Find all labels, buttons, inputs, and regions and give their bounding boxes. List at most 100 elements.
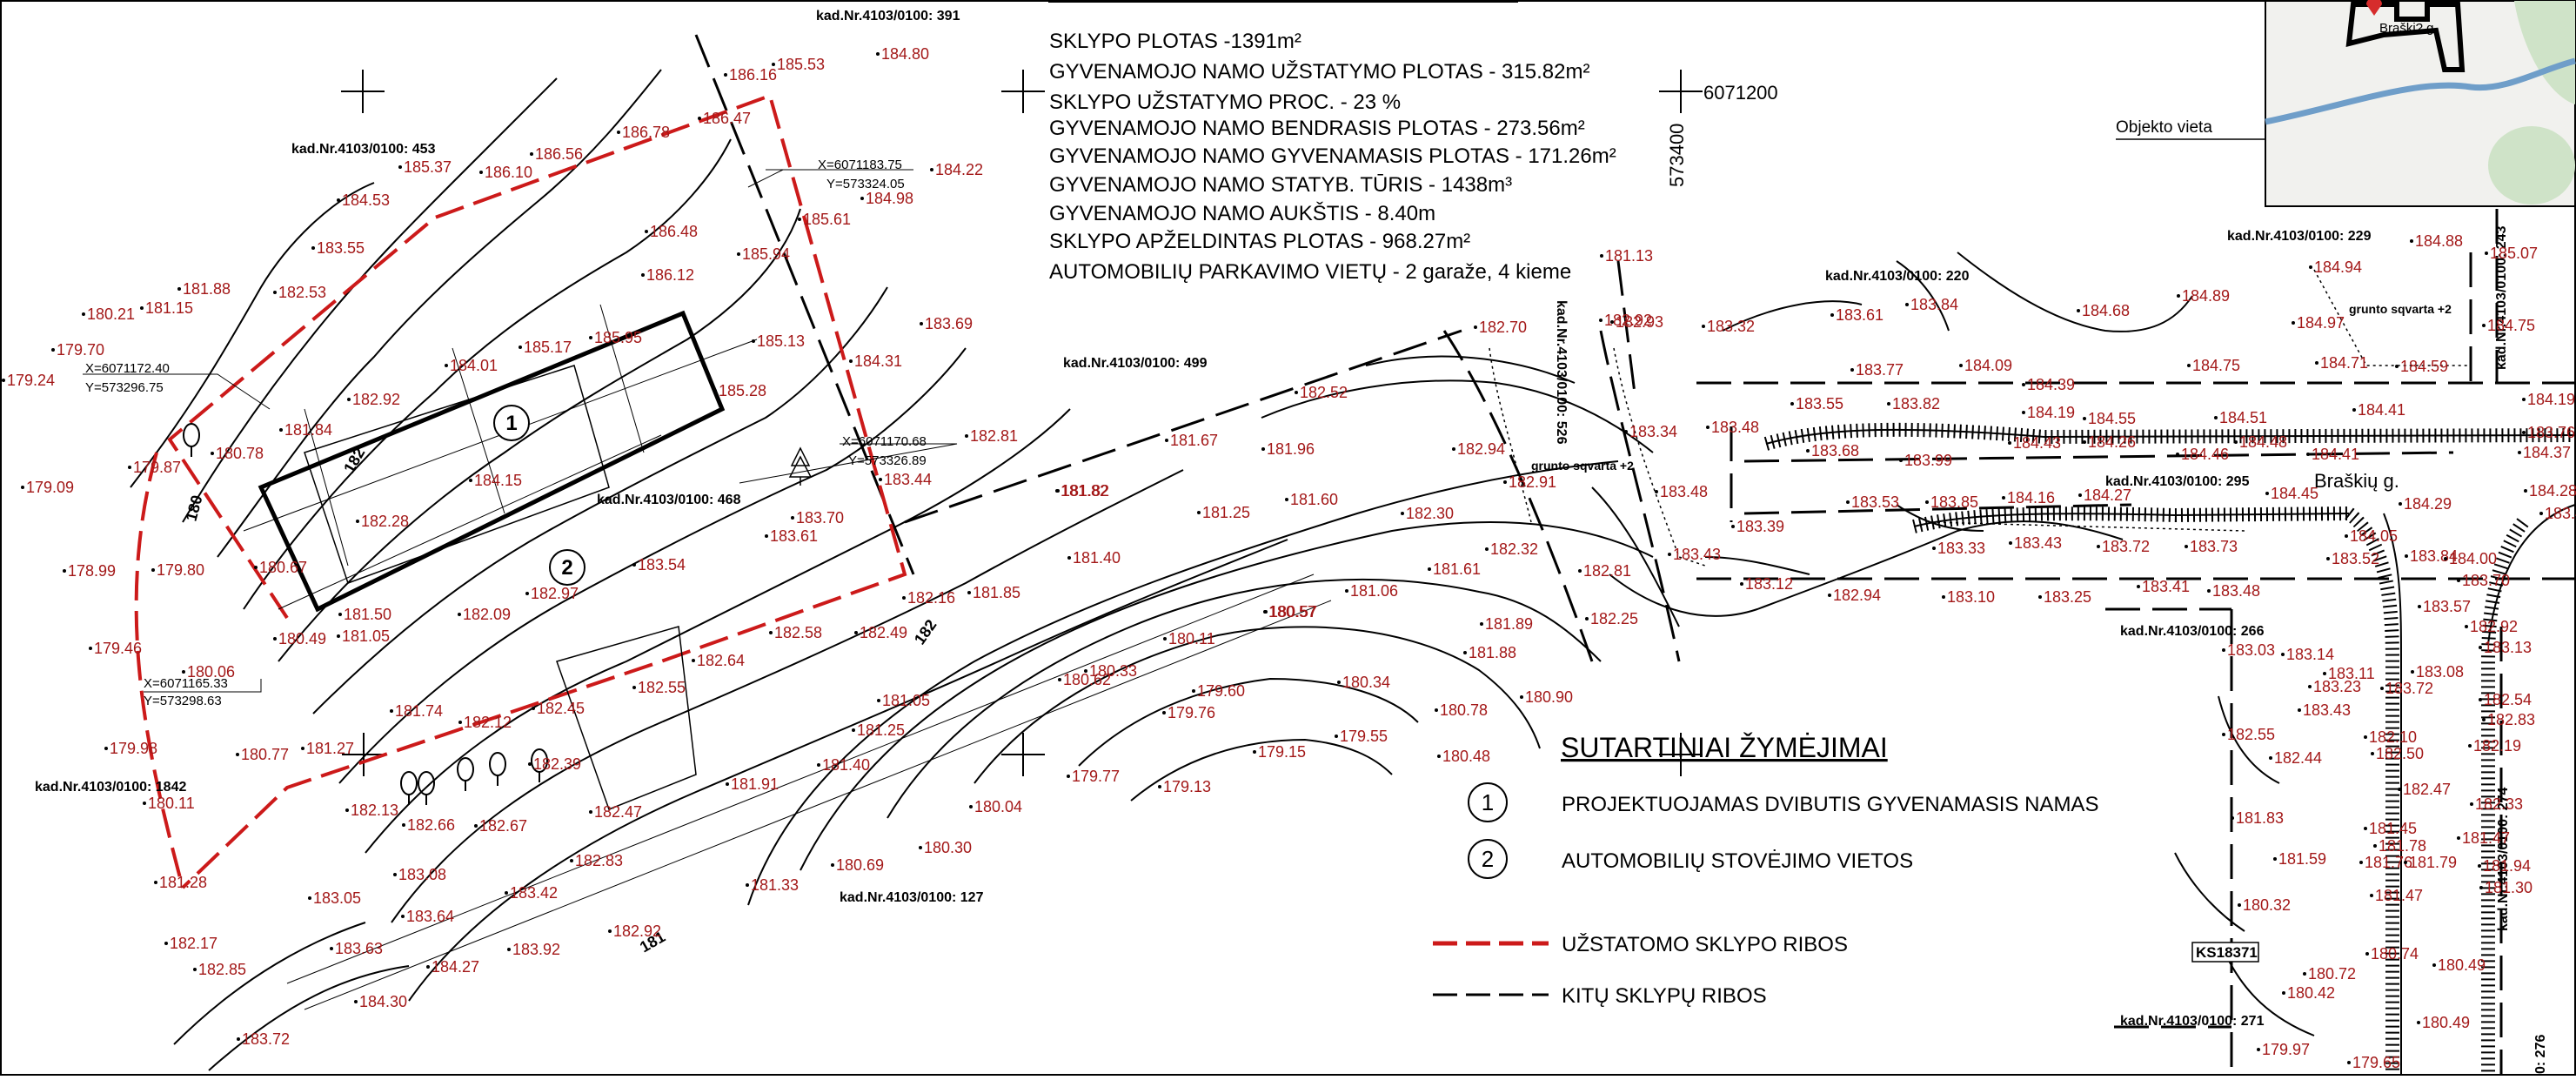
elevation-label: 182.64 xyxy=(697,652,745,669)
elevation-label: 180.57 xyxy=(1268,603,1316,620)
contour-line xyxy=(974,626,1541,784)
elevation-label: 183.32 xyxy=(1707,318,1755,335)
elevation-label: 184.43 xyxy=(2013,434,2061,452)
elevation-label: 182.32 xyxy=(1490,540,1538,558)
elevation-point xyxy=(2222,733,2225,736)
elevation-label: 180.69 xyxy=(836,856,884,874)
elevation-point xyxy=(2539,512,2543,515)
building-plot-boundary xyxy=(134,452,184,889)
elevation-label: 183.12 xyxy=(1745,575,1793,593)
elevation-label: 182.67 xyxy=(479,817,527,835)
spec-line: GYVENAMOJO NAMO AUKŠTIS - 8.40m xyxy=(1049,201,1435,225)
elevation-label: 183.14 xyxy=(2286,646,2334,663)
elevation-label: 182.50 xyxy=(2376,745,2424,762)
elevation-label: 184.46 xyxy=(2181,446,2229,463)
elevation-point xyxy=(737,252,740,256)
elevation-point xyxy=(724,73,727,77)
elevation-point xyxy=(528,762,532,766)
elevation-label: 183.84 xyxy=(2410,547,2458,565)
elevation-point xyxy=(1731,525,1735,528)
elevation-point xyxy=(143,802,146,805)
elevation-label: 180.78 xyxy=(216,445,264,462)
elevation-label: 179.15 xyxy=(1258,743,1306,761)
elevation-label: 184.01 xyxy=(450,357,498,374)
legend-item-label: KITŲ SKLYPŲ RIBOS xyxy=(1562,984,1767,1008)
elevation-label: 182.91 xyxy=(1509,473,1556,491)
elevation-label: 183.64 xyxy=(406,908,454,925)
elevation-point xyxy=(879,478,882,481)
spec-line: SKLYPO PLOTAS -1391m² xyxy=(1049,30,1301,53)
elevation-point xyxy=(1702,325,1705,328)
elevation-label: 182.39 xyxy=(533,755,581,773)
elevation-point xyxy=(632,563,636,567)
elevation-point xyxy=(402,823,405,827)
elevation-label: 182.12 xyxy=(464,714,512,731)
elevation-point xyxy=(1790,402,1794,406)
house-marker: 1 xyxy=(505,412,517,435)
elevation-label: 183.77 xyxy=(1856,361,1904,379)
access-road-edge xyxy=(286,574,1315,984)
elevation-label: 183.82 xyxy=(1892,395,1940,413)
elevation-point xyxy=(2364,827,2367,830)
grid-marks: 6071200 573400 xyxy=(341,70,1778,776)
elevation-label: 183.73 xyxy=(2190,538,2238,555)
elevation-point xyxy=(698,117,701,120)
elevation-label: 182.52 xyxy=(1300,384,1348,401)
elevation-label: 181.05 xyxy=(342,627,390,645)
contour-line xyxy=(1261,379,1654,453)
elevation-point xyxy=(401,915,405,918)
elevation-point xyxy=(2022,383,2025,386)
coordinate-x: X=6071165.33 xyxy=(144,676,228,691)
elevation-point xyxy=(1067,775,1070,778)
elevation-point xyxy=(632,686,636,689)
elevation-point xyxy=(920,322,923,325)
cadastral-label: kad.Nr.4103/0100: 453 xyxy=(291,142,436,157)
elevation-point xyxy=(347,398,351,401)
elevation-point xyxy=(2306,453,2310,456)
elevation-point xyxy=(831,863,834,867)
elevation-point xyxy=(2176,453,2179,456)
elevation-label: 184.48 xyxy=(2239,433,2287,451)
elevation-label: 181.28 xyxy=(159,874,207,891)
elevation-point xyxy=(2269,756,2272,760)
elevation-label: 182.47 xyxy=(594,803,642,821)
elevation-label: 181.67 xyxy=(1170,432,1218,449)
elevation-point xyxy=(1624,430,1628,433)
elevation-label: 179.13 xyxy=(1163,778,1211,795)
cadastral-label: kad.Nr.4103/0100: 127 xyxy=(840,890,984,905)
dotted-line xyxy=(1489,347,1532,523)
contour-line xyxy=(1078,677,1419,767)
elevation-label: 182.55 xyxy=(2227,726,2275,743)
location-inset[interactable]: Braški? g. Objekto vieta xyxy=(2116,0,2576,207)
elevation-label: 183.13 xyxy=(2484,639,2532,656)
elevation-label: 181.82 xyxy=(1061,482,1108,500)
elevation-point xyxy=(2083,440,2086,444)
elevation-label: 182.85 xyxy=(198,961,246,978)
elevation-point xyxy=(1253,750,1256,754)
elevation-point xyxy=(2097,545,2100,548)
contour-line xyxy=(887,578,1602,819)
elevation-point xyxy=(1435,708,1438,712)
elevation-point xyxy=(2231,816,2234,820)
elevation-point xyxy=(393,873,397,876)
inset-street-label: Braški? g. xyxy=(2379,21,2438,36)
elevation-label: 185.07 xyxy=(2490,245,2538,262)
elevation-label: 184.27 xyxy=(2084,486,2131,504)
elevation-label: 183.39 xyxy=(1736,518,1784,535)
elevation-point xyxy=(519,345,522,349)
coordinate-y: Y=573324.05 xyxy=(826,177,905,191)
elevation-point xyxy=(151,568,155,572)
elevation-label: 184.30 xyxy=(359,993,407,1010)
elevation-point xyxy=(1335,735,1338,738)
contour-line xyxy=(130,182,375,488)
elevation-label: 184.53 xyxy=(342,191,390,209)
dotted-line xyxy=(2313,269,2471,366)
elevation-point xyxy=(1401,512,1404,515)
coordinate-y: Y=573296.75 xyxy=(85,380,164,395)
elevation-point xyxy=(1285,498,1288,501)
elevation-point xyxy=(2078,493,2082,497)
elevation-point xyxy=(2485,252,2488,255)
coordinate-x: X=6071183.75 xyxy=(818,158,902,172)
elevation-label: 179.87 xyxy=(133,459,181,476)
elevation-label: 184.80 xyxy=(881,45,929,63)
